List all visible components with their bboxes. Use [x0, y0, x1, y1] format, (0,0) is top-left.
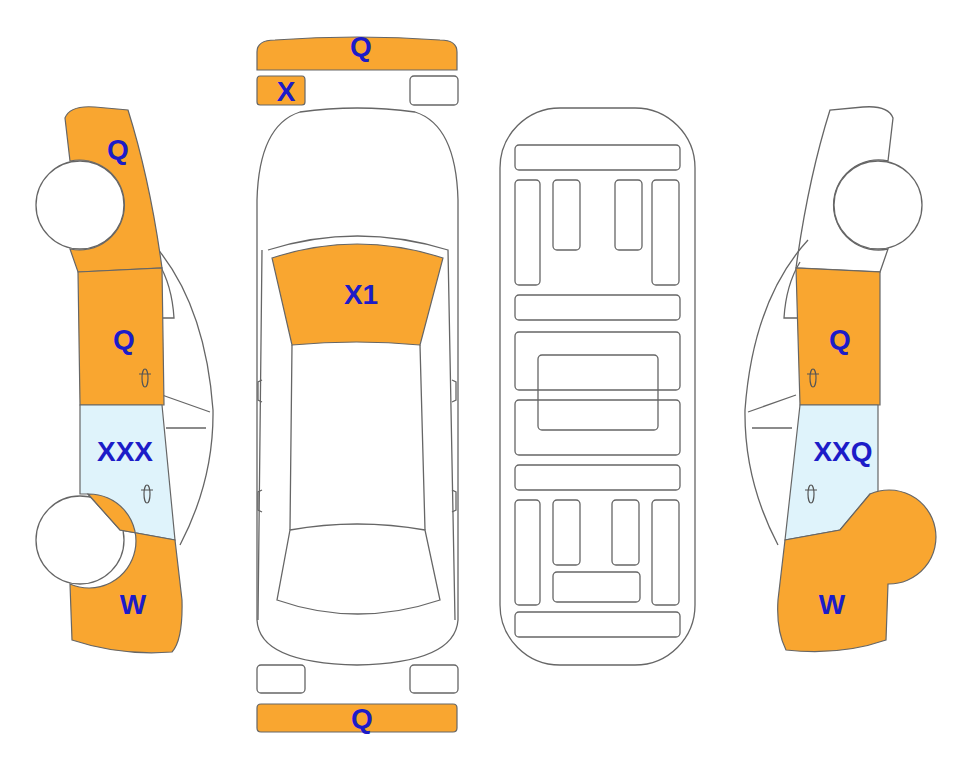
front-door: Q — [75, 265, 170, 410]
front-door: Q — [790, 262, 885, 410]
windshield: X1 — [270, 228, 445, 350]
damage-code: W — [120, 591, 146, 619]
rear-quarter: W — [770, 488, 892, 660]
taillight — [257, 665, 305, 693]
damage-code: X1 — [344, 281, 378, 309]
window-line — [162, 395, 210, 428]
headlight — [410, 76, 458, 105]
door-handle — [805, 485, 817, 503]
underside-parts — [515, 145, 680, 637]
part-fill — [796, 268, 880, 405]
damage-code: W — [819, 591, 845, 619]
rear-quarter: W — [65, 488, 187, 660]
part-fill — [272, 244, 443, 345]
part-shape — [60, 100, 170, 275]
part-fill — [257, 76, 305, 105]
damage-code: Q — [351, 705, 373, 733]
door-handle — [807, 369, 819, 387]
rear-bumper: Q — [255, 700, 460, 735]
rear-window — [277, 524, 440, 614]
part-fill — [78, 268, 164, 405]
part-fill — [778, 490, 936, 652]
damage-code: Q — [350, 33, 372, 61]
headlight: X — [255, 74, 307, 107]
car-body-top — [257, 108, 458, 665]
damage-code: XXQ — [813, 438, 872, 466]
part-fill — [257, 704, 457, 732]
body-line — [290, 345, 425, 530]
part-fill — [70, 494, 182, 653]
door-handle — [258, 380, 456, 512]
damage-code: Q — [113, 326, 135, 354]
window-line — [748, 395, 796, 428]
damage-code: XXX — [97, 438, 153, 466]
underside-outline — [500, 108, 695, 665]
part-shape — [65, 488, 187, 660]
wheel — [834, 161, 922, 249]
wheel — [36, 161, 124, 249]
front-fender: Q — [60, 100, 170, 275]
door-handle — [141, 485, 153, 503]
part-fill — [65, 107, 162, 272]
body-line — [258, 236, 455, 620]
front-bumper: Q — [255, 30, 460, 72]
damage-code: X — [277, 78, 296, 106]
damage-code: Q — [107, 136, 129, 164]
part-shape — [770, 488, 892, 660]
damage-code: Q — [829, 326, 851, 354]
door-handle — [139, 369, 151, 387]
taillight — [410, 665, 458, 693]
